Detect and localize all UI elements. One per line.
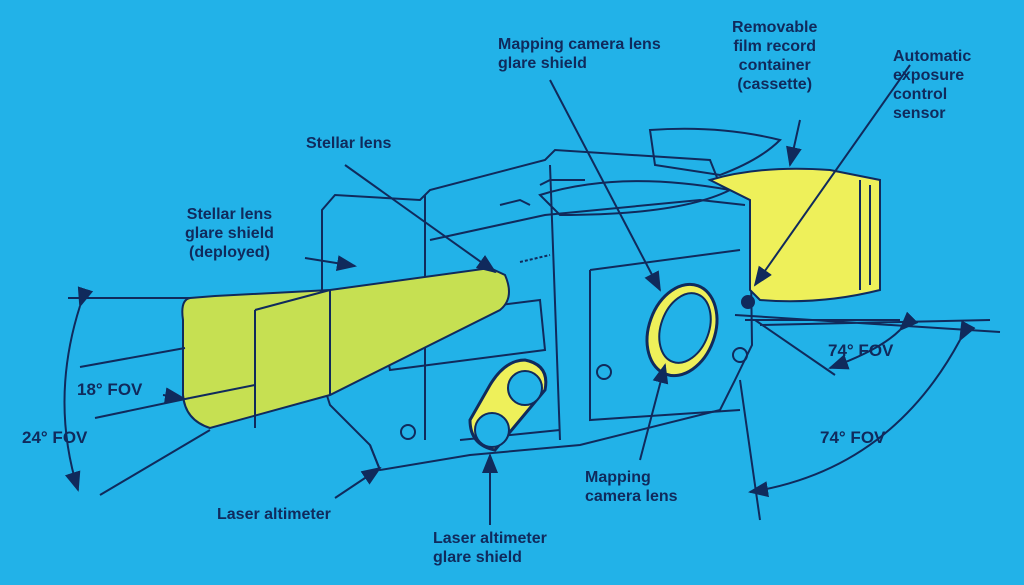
label-line: glare shield [498,55,587,72]
label-line: Mapping camera lens [498,36,661,53]
label-removable-film-container: Removable film record container (cassett… [732,18,817,94]
label-line: sensor [893,105,946,122]
label-stellar-lens: Stellar lens [306,135,392,152]
fov-mapping-74-a: 74° FOV [828,341,894,360]
label-line: Stellar lens [186,206,273,223]
label-line: Automatic [893,48,972,65]
label-stellar-glare-shield: Stellar lens glare shield (deployed) [185,205,274,262]
label-line: glare shield [433,549,522,566]
label-line: container [738,57,811,74]
label-laser-altimeter-glare-shield: Laser altimeter glare shield [433,529,547,567]
label-line: control [893,86,948,103]
label-mapping-camera-lens: Mapping camera lens [585,468,678,506]
label-line: Mapping [585,469,651,486]
label-laser-altimeter: Laser altimeter [217,506,331,523]
mapping-camera-lens [645,282,719,378]
label-line: Removable [732,19,818,36]
label-line: (cassette) [737,76,813,93]
label-line: camera lens [585,488,678,505]
label-line: Laser altimeter [433,530,547,547]
laser-altimeter-glare-shield [468,358,548,452]
label-mapping-glare-shield: Mapping camera lens glare shield [498,35,661,73]
label-automatic-exposure-sensor: Automatic exposure control sensor [893,47,971,123]
label-line: film record [733,38,817,55]
fov-stellar-18: 18° FOV [77,380,143,399]
label-line: exposure [893,67,965,84]
label-line: (deployed) [189,244,270,261]
label-line: glare shield [185,225,274,242]
fov-mapping-74-b: 74° FOV [820,428,886,447]
fov-stellar-24: 24° FOV [22,428,88,447]
film-cassette [707,167,881,303]
